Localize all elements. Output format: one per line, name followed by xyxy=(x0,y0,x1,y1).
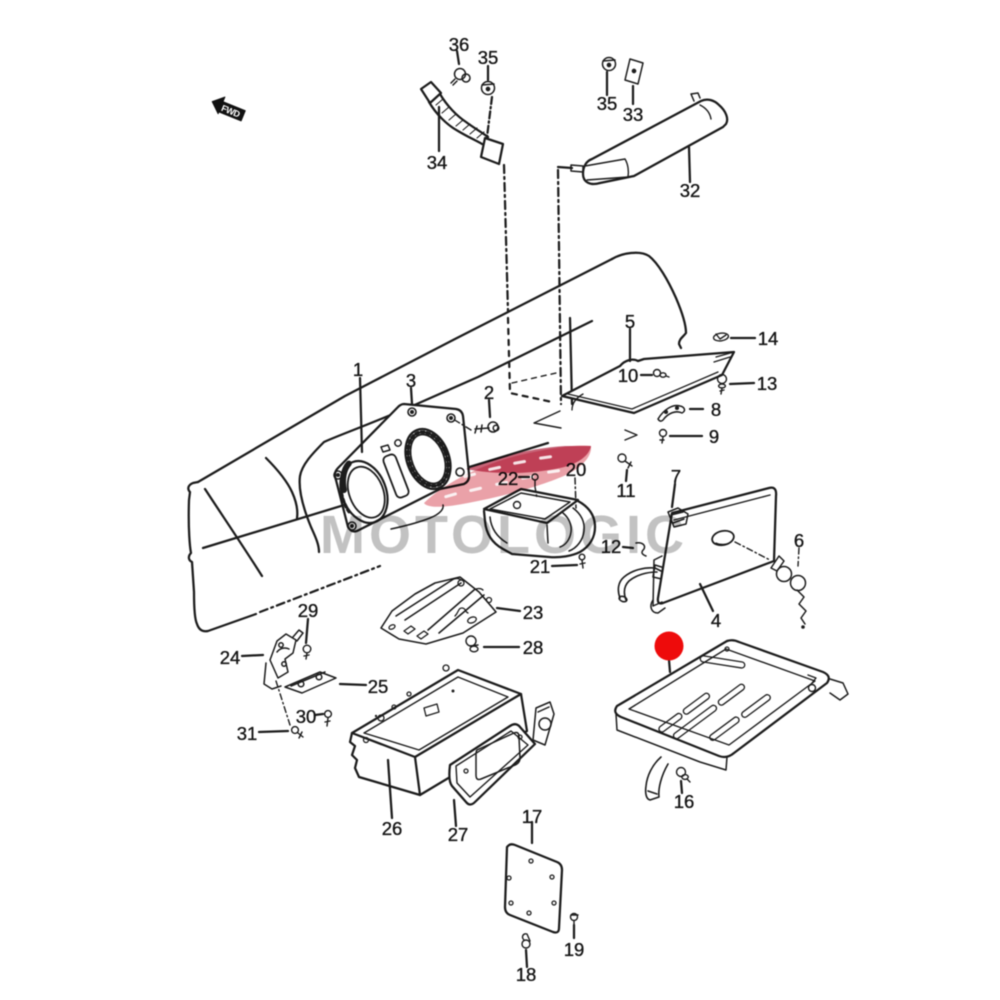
svg-text:29: 29 xyxy=(298,600,319,621)
svg-text:35: 35 xyxy=(597,93,618,114)
svg-text:7: 7 xyxy=(671,466,681,487)
svg-text:18: 18 xyxy=(516,964,537,985)
svg-text:23: 23 xyxy=(523,602,544,623)
svg-text:4: 4 xyxy=(711,610,721,631)
svg-text:13: 13 xyxy=(757,373,778,394)
svg-text:1: 1 xyxy=(353,359,363,380)
svg-text:26: 26 xyxy=(382,818,403,839)
svg-text:17: 17 xyxy=(522,806,543,827)
svg-text:9: 9 xyxy=(709,426,719,447)
svg-text:27: 27 xyxy=(448,824,469,845)
svg-text:3: 3 xyxy=(406,370,416,391)
svg-text:MOTOLOGIC: MOTOLOGIC xyxy=(320,505,688,565)
svg-text:16: 16 xyxy=(674,791,695,812)
svg-text:32: 32 xyxy=(680,180,701,201)
svg-text:11: 11 xyxy=(616,480,635,501)
svg-text:8: 8 xyxy=(711,399,721,420)
svg-text:19: 19 xyxy=(564,939,585,960)
svg-text:33: 33 xyxy=(623,104,644,125)
svg-text:6: 6 xyxy=(794,530,804,551)
svg-text:25: 25 xyxy=(368,676,389,697)
svg-text:24: 24 xyxy=(220,647,241,668)
svg-text:36: 36 xyxy=(449,34,470,55)
svg-text:35: 35 xyxy=(478,47,499,68)
svg-text:21: 21 xyxy=(530,556,551,577)
svg-text:12: 12 xyxy=(601,536,622,557)
svg-text:30: 30 xyxy=(296,706,317,727)
svg-text:5: 5 xyxy=(625,311,635,332)
svg-text:14: 14 xyxy=(758,328,779,349)
svg-text:28: 28 xyxy=(523,637,544,658)
svg-text:2: 2 xyxy=(484,382,494,403)
svg-text:10: 10 xyxy=(618,365,639,386)
svg-text:31: 31 xyxy=(237,723,258,744)
svg-text:34: 34 xyxy=(427,152,448,173)
